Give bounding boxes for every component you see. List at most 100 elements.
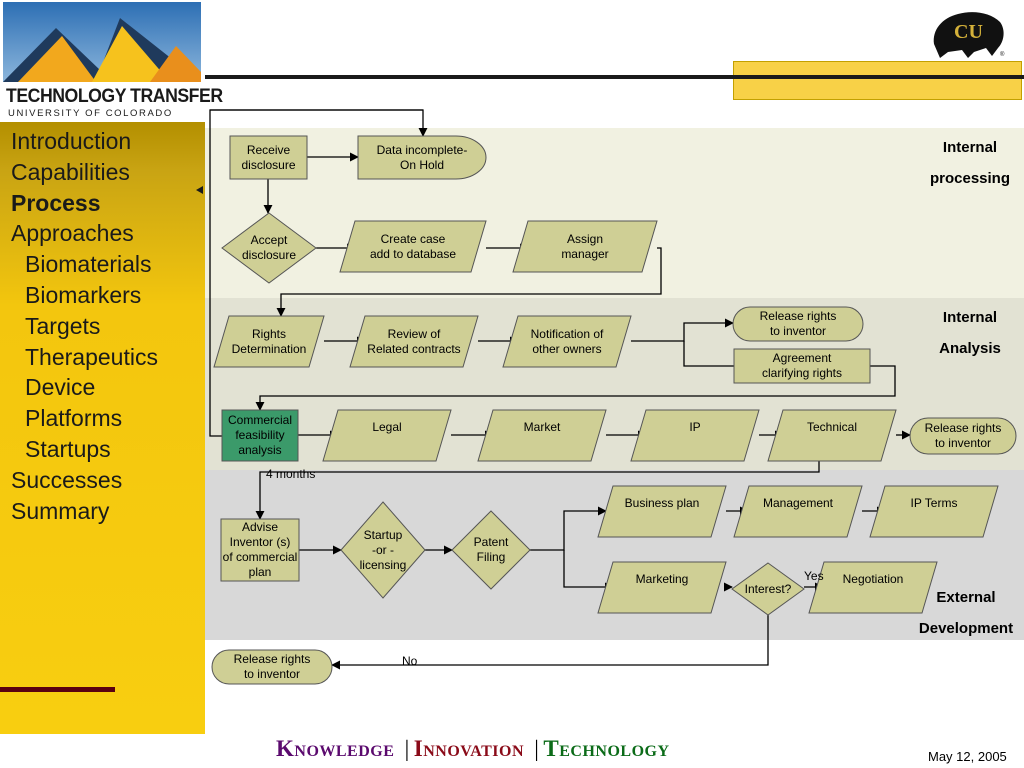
node-bizplan-line: Business plan [624, 496, 700, 510]
node-advise-line: Inventor (s) [229, 535, 291, 549]
node-startup-shape [340, 501, 426, 599]
sidebar-item-introduction[interactable]: Introduction [11, 128, 132, 154]
sidebar-item-biomarkers[interactable]: Biomarkers [25, 281, 142, 308]
node-technical-label: Technical [768, 420, 896, 435]
footer-mottos: Knowledge |Innovation |Technology [276, 736, 670, 762]
zone-label-line: processing [929, 170, 1011, 187]
sidebar-item-device[interactable]: Device [25, 374, 96, 401]
sidebar-item-successes[interactable]: Successes [11, 466, 123, 493]
sidebar-item-startups[interactable]: Startups [25, 435, 111, 462]
node-release1-shape [732, 306, 864, 342]
node-interest-shape [731, 562, 805, 616]
node-advise-line: plan [248, 565, 272, 579]
connector-17 [255, 461, 820, 520]
node-review-shape [349, 315, 479, 368]
connector-10 [683, 341, 734, 367]
node-rights-line: Determination [231, 341, 307, 356]
node-patent-line: Filing [476, 550, 506, 564]
node-legal-shape [322, 409, 452, 462]
node-release2-shape [909, 417, 1017, 455]
motto-technology: Technology [543, 736, 670, 761]
node-notify-line: Notification of [530, 326, 604, 341]
node-negotiation-label: Negotiation [809, 572, 937, 587]
node-commercial-line: feasibility [235, 428, 285, 442]
motto-separator: | [404, 736, 410, 761]
node-bizplan-label: Business plan [598, 496, 726, 511]
node-legal-line: Legal [372, 420, 402, 434]
node-marketing-shape [597, 561, 727, 614]
node-commercial-shape [221, 409, 299, 462]
node-agreement-line: Agreement [772, 351, 832, 365]
sidebar-item-targets[interactable]: Targets [25, 312, 101, 339]
node-ip-label: IP [631, 420, 759, 435]
logo-title: TECHNOLOGY TRANSFER [6, 86, 223, 107]
current-item-pointer-icon [196, 186, 203, 194]
node-market-label: Market [478, 420, 606, 435]
node-accept-line: Accept [250, 233, 288, 247]
node-receive-line: Receive [246, 142, 291, 157]
svg-text:CU: CU [954, 21, 983, 43]
node-accept-line: disclosure [241, 248, 297, 262]
node-createcase-line: add to database [369, 246, 457, 261]
node-ip-shape [630, 409, 760, 462]
node-negotiation-shape [808, 561, 938, 614]
sidebar-item-approaches[interactable]: Approaches [11, 220, 134, 247]
node-ipterms-label: IP Terms [870, 496, 998, 511]
flowchart-nodes [211, 135, 1017, 685]
zone-label-line: Development [918, 620, 1014, 637]
node-release3-line: Release rights [233, 652, 311, 666]
node-agreement-shape [733, 348, 871, 384]
node-patent-line: Patent [473, 535, 509, 549]
node-startup-label: Startup-or -licensing [341, 528, 425, 573]
sidebar-item-process[interactable]: Process [11, 189, 101, 216]
node-ipterms-line: IP Terms [910, 496, 958, 510]
node-assign-shape [512, 220, 658, 273]
motto-innovation: Innovation [413, 736, 525, 761]
node-interest-label: Interest? [732, 582, 804, 597]
zone-label-line: Internal [942, 309, 998, 326]
node-assign-line: manager [561, 246, 609, 261]
node-marketing-label: Marketing [598, 572, 726, 587]
motto-knowledge: Knowledge [276, 736, 395, 761]
node-negotiation-line: Negotiation [842, 572, 904, 586]
node-createcase-shape [339, 220, 487, 273]
svg-text:®: ® [1000, 51, 1005, 58]
sidebar-item-therapeutics[interactable]: Therapeutics [25, 343, 158, 370]
node-marketing-line: Marketing [635, 572, 689, 586]
node-mgmt-line: Management [762, 496, 834, 510]
node-technical-line: Technical [806, 420, 858, 434]
edge-label-no: No [402, 654, 418, 668]
sidebar-item-platforms[interactable]: Platforms [25, 405, 123, 432]
connector-9 [631, 318, 734, 342]
node-rights-shape [213, 315, 325, 368]
node-patent-shape [451, 510, 531, 590]
connector-11 [255, 365, 896, 411]
sidebar-divider [0, 687, 115, 692]
node-advise-shape [220, 518, 300, 582]
sidebar-item-capabilities[interactable]: Capabilities [11, 158, 130, 185]
node-review-line: Related contracts [367, 341, 461, 356]
node-incomplete-shape [357, 135, 487, 180]
node-startup-line: licensing [359, 557, 407, 572]
node-release3-shape [211, 649, 333, 685]
node-technical-shape [767, 409, 897, 462]
sidebar-item-biomaterials[interactable]: Biomaterials [25, 251, 152, 278]
node-bizplan-shape [597, 485, 727, 538]
sidebar-item-summary[interactable]: Summary [11, 497, 110, 524]
node-assign-line: Assign [566, 231, 604, 246]
zone-label-line: External [936, 589, 996, 606]
zone-label-line: Analysis [939, 340, 1001, 357]
connector-20 [530, 506, 607, 551]
node-release3-line: to inventor [243, 667, 301, 681]
node-mgmt-shape [733, 485, 863, 538]
connector-6 [276, 247, 662, 317]
